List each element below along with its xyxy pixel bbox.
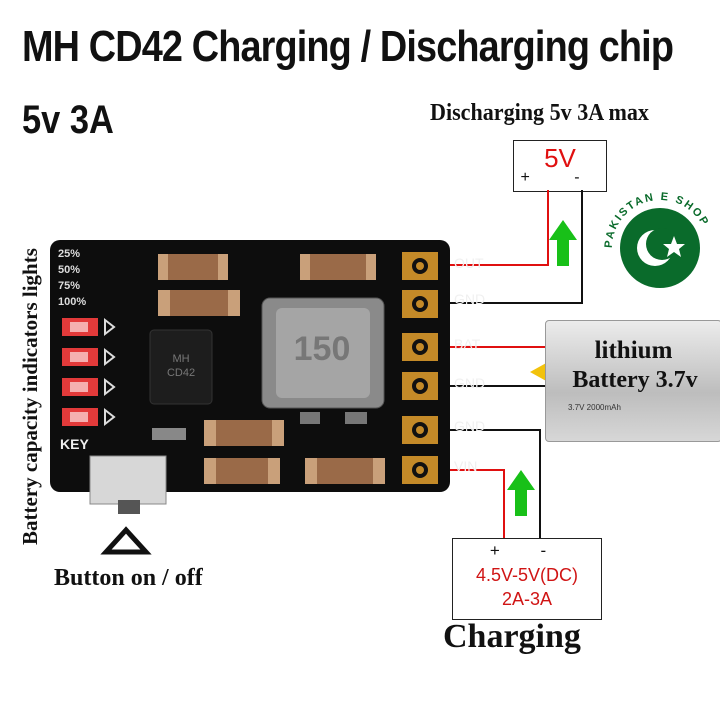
input-terminal-box: + - 4.5V-5V(DC) 2A-3A bbox=[452, 538, 602, 620]
output-terminal-box: 5V + - bbox=[513, 140, 607, 192]
out-wire-red bbox=[440, 190, 549, 266]
key-label: KEY bbox=[60, 436, 89, 452]
pin-label-out: OUT bbox=[454, 255, 484, 271]
pin-label-vin: VIN bbox=[454, 458, 478, 474]
indicator-100: 100% bbox=[58, 296, 87, 308]
input-polarity: + - bbox=[489, 541, 565, 560]
chip-label-line1: MH bbox=[172, 353, 190, 365]
logo-text: PAKISTAN E SHOP bbox=[603, 191, 709, 248]
switch-body bbox=[89, 455, 167, 505]
output-voltage: 5V bbox=[544, 143, 576, 173]
battery-line1: lithium bbox=[594, 337, 673, 364]
indicator-25: 25% bbox=[58, 248, 81, 260]
input-voltage: 4.5V-5V(DC) bbox=[475, 565, 579, 585]
discharge-label: Discharging 5v 3A max bbox=[430, 100, 649, 126]
ic-chip bbox=[149, 329, 213, 405]
button-label: Button on / off bbox=[54, 565, 203, 591]
in-wire-black bbox=[440, 429, 541, 538]
battery-fine-print: 3.7V 2000mAh bbox=[568, 403, 621, 412]
pin-label-gnd-2: GND bbox=[454, 375, 486, 391]
battery-tab bbox=[530, 362, 548, 382]
pin-pads bbox=[402, 252, 438, 484]
pakistan-flag-logo bbox=[617, 205, 703, 291]
lithium-battery: lithium Battery 3.7v 3.7V 2000mAh bbox=[545, 320, 720, 442]
input-current: 2A-3A bbox=[501, 589, 553, 609]
indicator-leds bbox=[62, 317, 116, 427]
inductor-label: 150 bbox=[293, 330, 351, 368]
output-arrow bbox=[549, 220, 577, 266]
charging-label: Charging bbox=[443, 618, 581, 655]
indicator-75: 75% bbox=[58, 280, 81, 292]
chip-label: MH CD42 bbox=[150, 352, 212, 380]
in-wire-red bbox=[440, 469, 505, 538]
side-label: Battery capacity indicators lights bbox=[18, 248, 42, 545]
page-subtitle: 5v 3A bbox=[22, 98, 114, 142]
battery-line2: Battery 3.7v bbox=[572, 367, 698, 393]
pin-label-gnd-3: GND bbox=[454, 418, 486, 434]
out-wire-black bbox=[440, 190, 583, 304]
pcb-board bbox=[50, 240, 450, 492]
svg-text:PAKISTAN E SHOP: PAKISTAN E SHOP bbox=[603, 191, 711, 248]
chip-label-line2: CD42 bbox=[166, 367, 196, 379]
indicator-50: 50% bbox=[58, 264, 81, 276]
page-title: MH CD42 Charging / Discharging chip bbox=[22, 22, 674, 71]
output-polarity: + - bbox=[520, 169, 600, 186]
smd-components bbox=[152, 254, 385, 484]
logo-text-ring: PAKISTAN E SHOP bbox=[603, 191, 711, 248]
pin-label-gnd-1: GND bbox=[454, 291, 486, 307]
input-arrow bbox=[507, 470, 535, 516]
button-pointer-triangle bbox=[100, 526, 152, 555]
pin-label-bat: BAT bbox=[454, 336, 481, 352]
